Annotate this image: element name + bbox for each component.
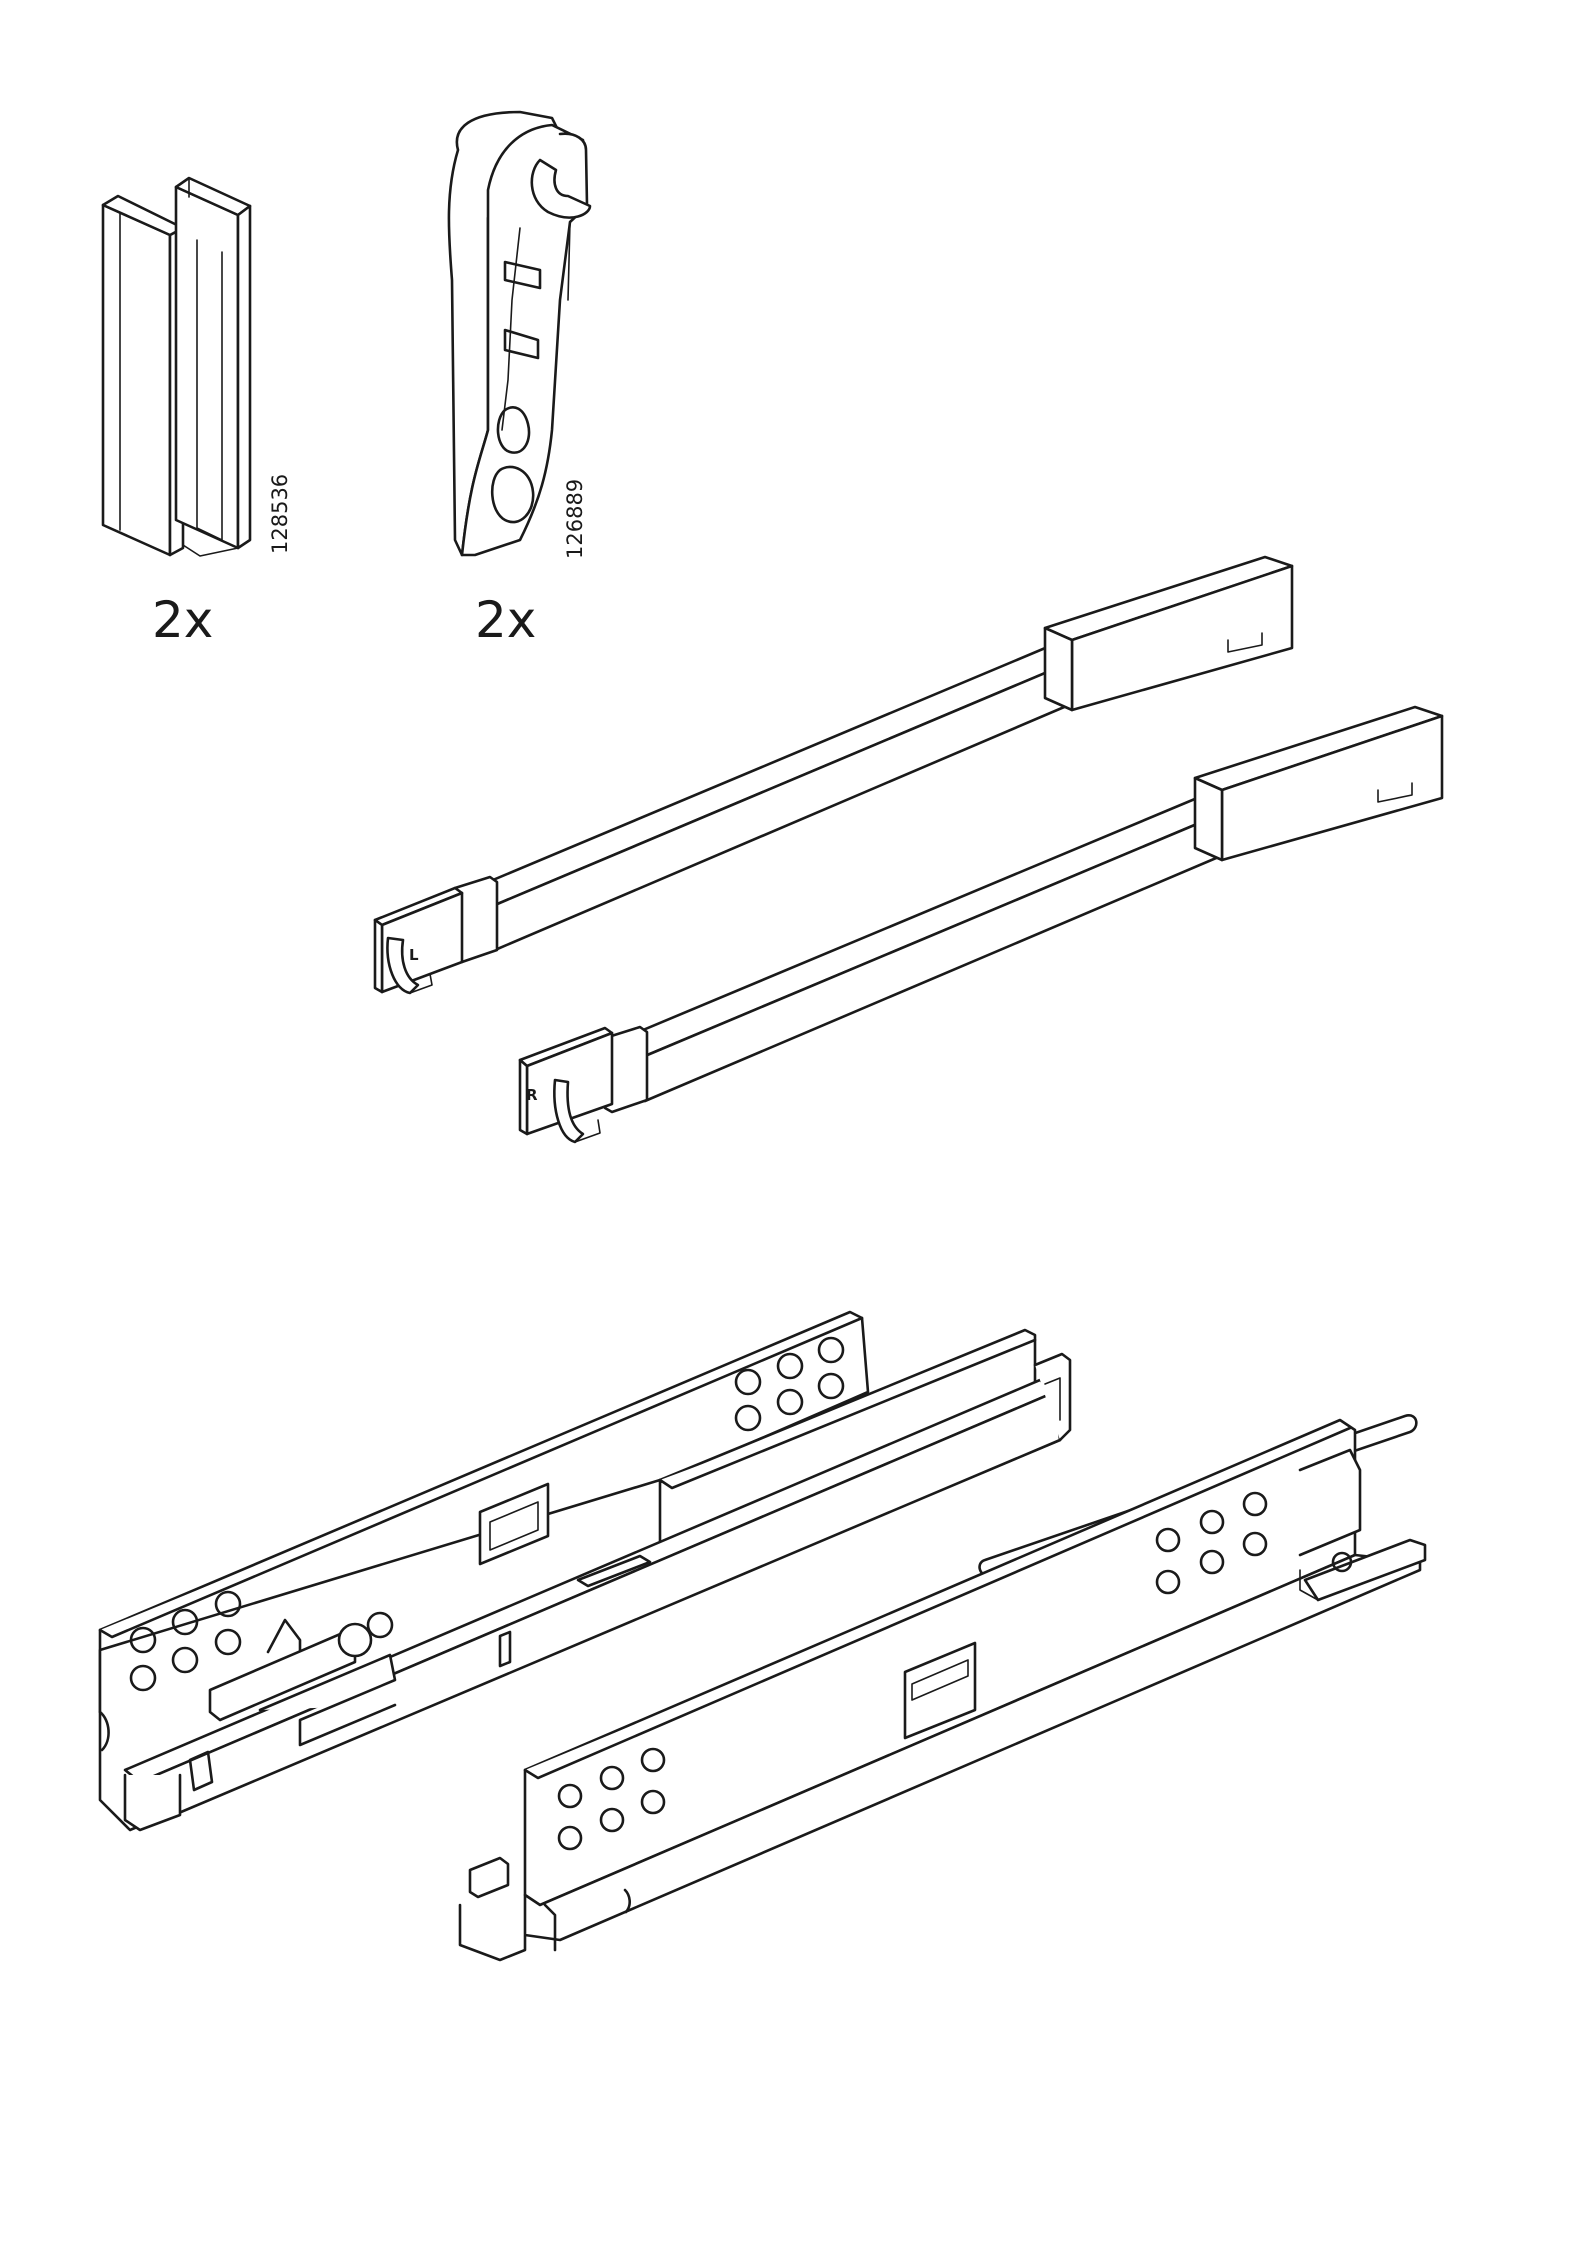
u-channel-bracket-icon [103, 178, 250, 556]
bracket-part-number: 128536 [268, 474, 292, 554]
synchronization-rod-right: R [520, 707, 1442, 1142]
bracket-quantity: 2x [152, 591, 213, 649]
rod-left-marking: L [409, 946, 419, 964]
clip-part-number: 126889 [563, 479, 587, 559]
clip-quantity: 2x [475, 591, 536, 649]
rod-right-marking: R [526, 1086, 538, 1104]
